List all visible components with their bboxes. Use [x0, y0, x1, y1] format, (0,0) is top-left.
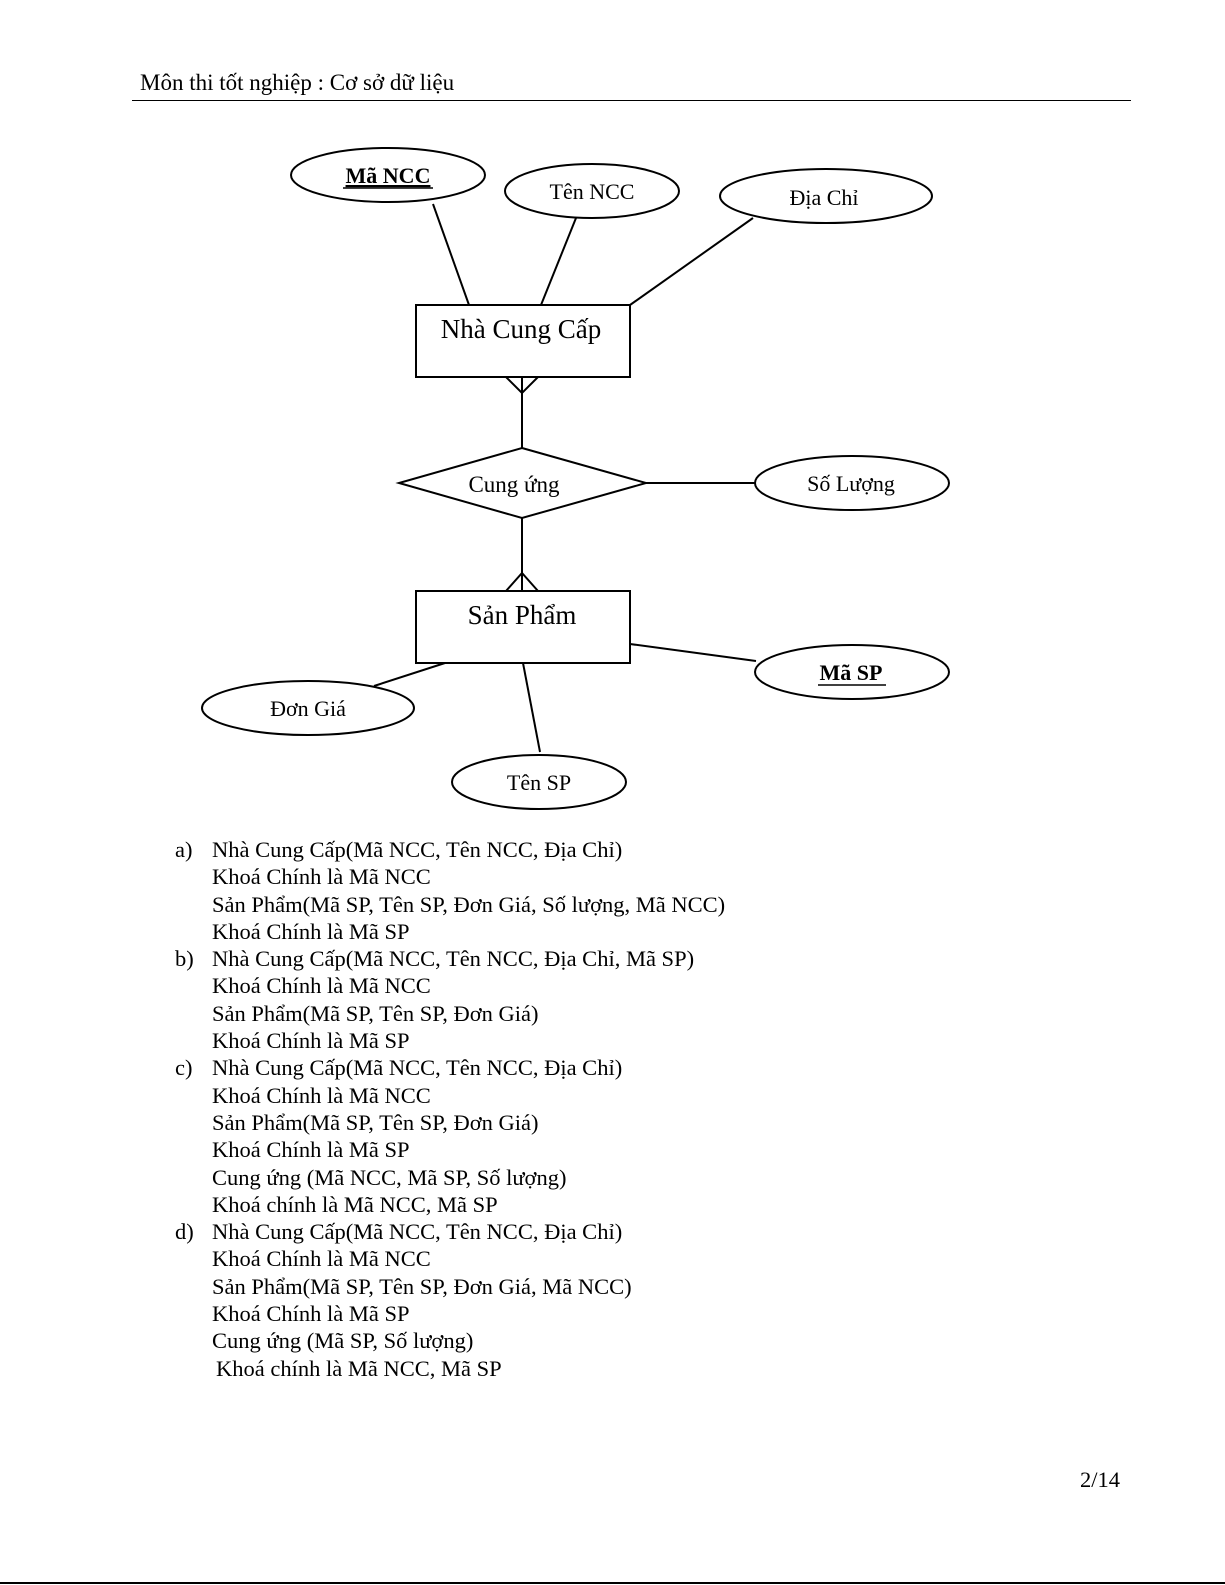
option-line: Khoá chính là Mã NCC, Mã SP [212, 1191, 498, 1217]
connector-supplier-name [540, 217, 577, 306]
attribute-label: Số Lượng [807, 471, 895, 496]
attribute-ellipse [504, 163, 680, 219]
entity-product: Sản Phẩm [415, 590, 631, 664]
attribute-label: Đơn Giá [270, 696, 346, 721]
attribute-label: Địa Chỉ [789, 185, 858, 210]
attribute-product-name: Tên SP [451, 754, 627, 810]
connector-product-id [629, 643, 757, 662]
option-letter: d) [175, 1219, 194, 1245]
answer-options: a) Nhà Cung Cấp(Mã NCC, Tên NCC, Địa Chỉ… [175, 836, 725, 1382]
option-letter: a) [175, 837, 193, 862]
option-letter: c) [175, 1055, 193, 1081]
option-line: Khoá Chính là Mã NCC [212, 973, 431, 999]
entity-supplier-label: Nhà Cung Cấp [441, 314, 601, 344]
option-line: Sản Phẩm(Mã SP, Tên SP, Đơn Giá, Mã NCC) [212, 1273, 632, 1299]
option-line: Sản Phẩm(Mã SP, Tên SP, Đơn Giá, Số lượn… [212, 891, 726, 917]
option-line: Sản Phẩm(Mã SP, Tên SP, Đơn Giá) [212, 1000, 539, 1026]
answer-option-c: c) Nhà Cung Cấp(Mã NCC, Tên NCC, Địa Chỉ… [175, 1054, 725, 1218]
attribute-label-key: Mã NCC [346, 163, 431, 188]
connector-product-name [522, 662, 541, 753]
option-line: Khoá Chính là Mã SP [212, 1301, 410, 1327]
er-diagram: Nhà Cung Cấp Cung ứng Sản Phẩm Mã NCC Tê… [201, 147, 950, 810]
option-line: Khoá Chính là Mã SP [212, 918, 410, 944]
option-line: Nhà Cung Cấp(Mã NCC, Tên NCC, Địa Chỉ) [212, 1055, 623, 1081]
entity-product-label: Sản Phẩm [468, 600, 577, 630]
attribute-label-key: Mã SP [820, 660, 883, 685]
attribute-ellipse [719, 168, 933, 224]
relationship-supply: Cung ứng [395, 446, 650, 520]
crows-foot-product-side [505, 571, 539, 592]
option-line: Nhà Cung Cấp(Mã NCC, Tên NCC, Địa Chỉ) [212, 837, 623, 862]
footer-divider [0, 1582, 1225, 1584]
attribute-label: Tên NCC [550, 179, 635, 204]
option-line: Khoá chính là Mã NCC, Mã SP [216, 1355, 502, 1381]
crows-foot-supplier-side [505, 376, 539, 395]
answer-option-d: d) Nhà Cung Cấp(Mã NCC, Tên NCC, Địa Chỉ… [175, 1218, 725, 1382]
relationship-label: Cung ứng [468, 472, 560, 497]
header-divider [132, 100, 1131, 101]
attribute-ellipse [451, 754, 627, 810]
entity-supplier-box [415, 304, 631, 378]
attribute-supplier-id: Mã NCC [290, 147, 486, 203]
attribute-supplier-name: Tên NCC [504, 163, 680, 219]
option-line: Nhà Cung Cấp(Mã NCC, Tên NCC, Địa Chỉ) [212, 1219, 623, 1245]
option-line: Nhà Cung Cấp(Mã NCC, Tên NCC, Địa Chỉ, M… [212, 946, 695, 972]
attribute-supplier-address: Địa Chỉ [719, 168, 933, 224]
option-line: Khoá Chính là Mã NCC [212, 864, 431, 890]
attribute-ellipse [754, 644, 950, 700]
connector-unit-price [373, 662, 446, 687]
attribute-product-id: Mã SP [754, 644, 950, 700]
entity-supplier: Nhà Cung Cấp [415, 304, 631, 378]
option-line: Khoá Chính là Mã SP [212, 1028, 410, 1054]
option-line: Sản Phẩm(Mã SP, Tên SP, Đơn Giá) [212, 1109, 539, 1135]
page-number: 2/14 [1080, 1467, 1121, 1492]
attribute-unit-price: Đơn Giá [201, 680, 415, 736]
attribute-ellipse [290, 147, 486, 203]
attribute-ellipse [754, 455, 950, 511]
entity-product-box [415, 590, 631, 664]
option-line: Khoá Chính là Mã SP [212, 1137, 410, 1163]
answer-option-a: a) Nhà Cung Cấp(Mã NCC, Tên NCC, Địa Chỉ… [175, 836, 725, 945]
option-line: Cung ứng (Mã SP, Số lượng) [212, 1328, 474, 1354]
connector-supplier-id [432, 203, 470, 306]
answer-option-b: b) Nhà Cung Cấp(Mã NCC, Tên NCC, Địa Chỉ… [175, 945, 725, 1054]
option-line: Cung ứng (Mã NCC, Mã SP, Số lượng) [212, 1164, 567, 1190]
page-header-title: Môn thi tốt nghiệp : Cơ sở dữ liệu [140, 70, 455, 95]
connector-supplier-address [629, 217, 754, 306]
option-line: Khoá Chính là Mã NCC [212, 1082, 431, 1108]
option-letter: b) [175, 946, 194, 972]
attribute-quantity: Số Lượng [754, 455, 950, 511]
relationship-diamond [395, 446, 650, 520]
option-line: Khoá Chính là Mã NCC [212, 1246, 431, 1272]
attribute-ellipse [201, 680, 415, 736]
attribute-label: Tên SP [507, 770, 571, 795]
diagram-connectors [373, 203, 757, 753]
